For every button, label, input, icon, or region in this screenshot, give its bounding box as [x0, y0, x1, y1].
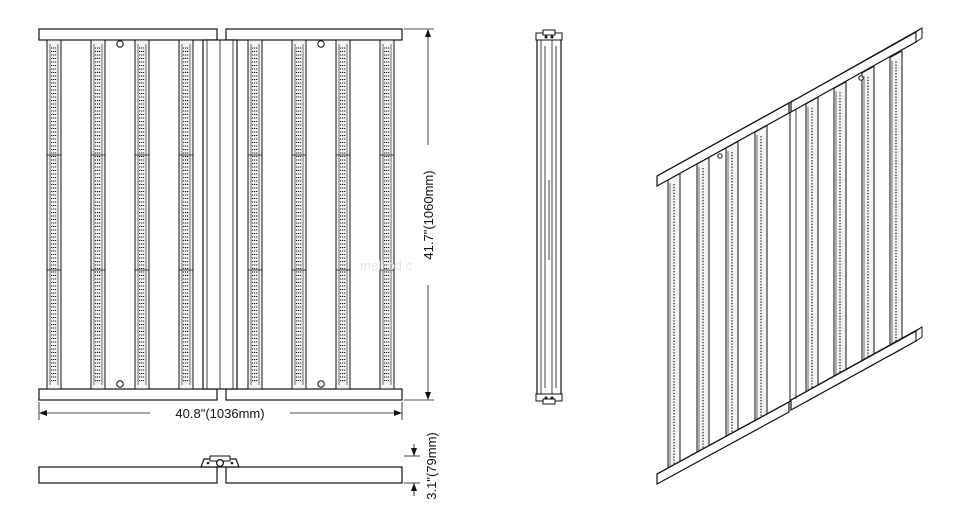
height-label: 41.7"(1060mm)	[421, 170, 436, 259]
thickness-label: 3.1"(79mm)	[424, 432, 439, 499]
iso-led-bar	[725, 140, 739, 447]
side-view	[535, 29, 563, 405]
thickness-dimension: 3.1"(79mm)	[404, 432, 439, 500]
led-bar	[291, 39, 307, 390]
led-bar	[46, 39, 62, 390]
iso-led-bar	[861, 65, 875, 372]
led-bar	[379, 39, 395, 390]
mount-hole	[116, 40, 124, 48]
iso-led-bar	[696, 156, 710, 463]
bottom-view	[38, 455, 403, 484]
iso-led-bar	[889, 50, 903, 357]
front-led-bars	[46, 39, 395, 390]
watermark: meli od.c	[360, 258, 413, 273]
led-bar	[247, 39, 263, 390]
iso-led-bar	[805, 96, 819, 403]
hinge-pin	[216, 459, 225, 468]
mount-hole	[317, 40, 325, 48]
front-view	[38, 28, 403, 401]
iso-led-bar	[833, 80, 847, 388]
height-dimension: 41.7"(1060mm)	[404, 28, 436, 401]
iso-led-bar	[754, 124, 768, 431]
width-label: 40.8"(1036mm)	[175, 406, 264, 421]
led-bar	[90, 39, 106, 390]
led-bar	[134, 39, 150, 390]
led-bar	[178, 39, 194, 390]
mount-hole	[317, 380, 325, 388]
width-dimension: 40.8"(1036mm)	[38, 402, 403, 421]
mount-hole	[116, 380, 124, 388]
iso-led-bar	[667, 172, 681, 479]
front-bottom-rail-right	[225, 388, 403, 401]
front-bottom-rail-left	[38, 388, 218, 401]
front-top-rail-right	[225, 28, 403, 41]
front-top-rail-left	[38, 28, 218, 41]
iso-top-rail-left	[656, 101, 790, 188]
isometric-view	[656, 27, 923, 486]
led-bar	[335, 39, 351, 390]
iso-led-bars	[667, 50, 903, 479]
front-center-housing	[202, 39, 238, 390]
